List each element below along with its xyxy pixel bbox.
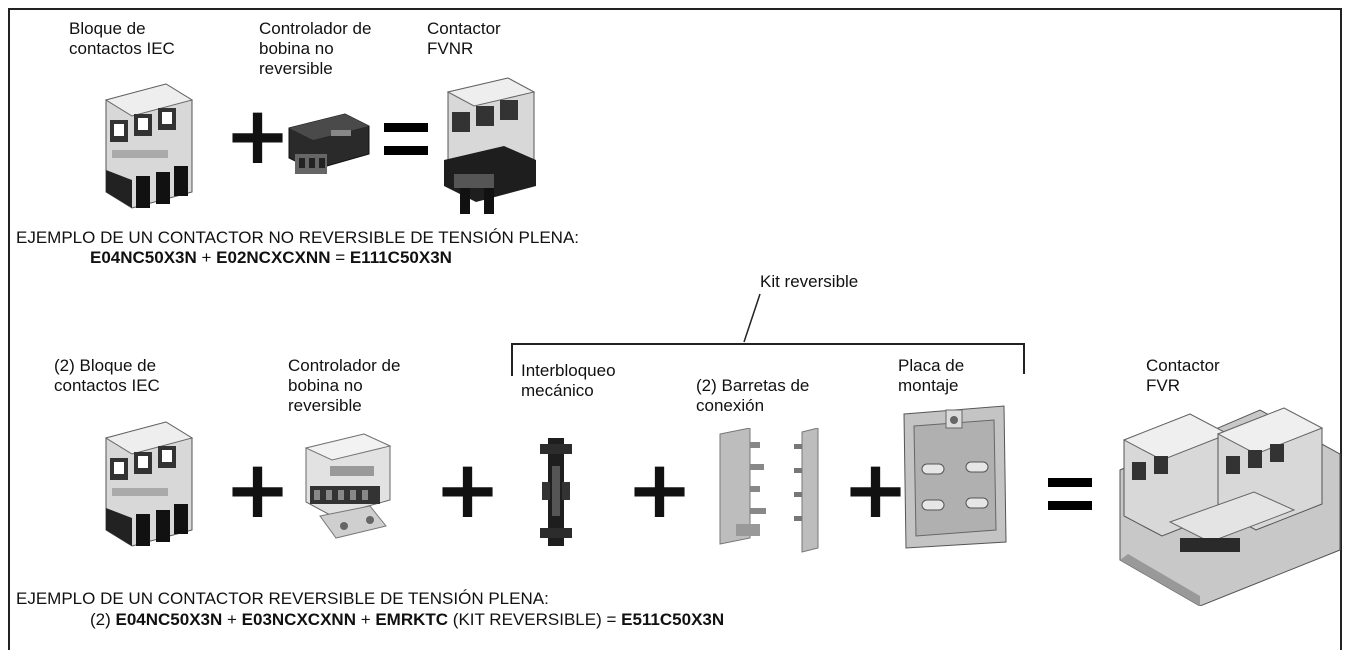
equals-text: =	[601, 610, 622, 629]
equals-text: =	[330, 248, 350, 267]
plus-sign: +	[626, 443, 694, 536]
kit-note-text: (KIT REVERSIBLE)	[448, 610, 602, 629]
label-fvr-contactor: Contactor FVR	[1146, 356, 1220, 395]
label-fvnr-contactor: Contactor FVNR	[427, 19, 501, 58]
plus-text: +	[355, 610, 376, 629]
fvr-part-contact-block: E04NC50X3N	[115, 610, 223, 629]
label-connection-bars: (2) Barretas de conexión	[696, 376, 810, 415]
plus-sign: +	[224, 443, 292, 536]
label-contact-block-2: (2) Bloque de contactos IEC	[54, 356, 160, 395]
equals-sign	[384, 123, 428, 157]
fvr-result: E511C50X3N	[621, 610, 725, 629]
fvnr-part-coil-controller: E02NCXCXNN	[216, 248, 331, 267]
kit-bracket	[511, 293, 1025, 376]
equals-sign	[1048, 478, 1092, 512]
plus-text: +	[196, 248, 217, 267]
coil-controller-image	[288, 113, 370, 174]
fvnr-result: E111C50X3N	[349, 248, 452, 267]
contact-block-image	[104, 83, 194, 209]
fvr-example-title: EJEMPLO DE UN CONTACTOR REVERSIBLE DE TE…	[16, 589, 549, 608]
kit-label: Kit reversible	[760, 272, 859, 291]
label-mounting-plate: Placa de montaje	[898, 356, 965, 395]
mechanical-interlock-image	[540, 438, 572, 546]
fvnr-part-contact-block: E04NC50X3N	[90, 248, 197, 267]
fvnr-example-title: EJEMPLO DE UN CONTACTOR NO REVERSIBLE DE…	[16, 228, 580, 247]
connection-bars-image	[719, 428, 819, 553]
fvr-part-kit: EMRKTC	[375, 610, 449, 629]
label-coil-controller-2: Controlador de bobina no reversible	[288, 356, 401, 415]
plus-sign: +	[224, 89, 292, 182]
fvr-formula: (2) E04NC50X3N + E03NCXCXNN + EMRKTC (KI…	[90, 610, 724, 630]
fvr-contactor-image	[1119, 407, 1341, 606]
label-coil-controller: Controlador de bobina no reversible	[259, 19, 372, 78]
plus-sign: +	[434, 443, 502, 536]
diagram-frame	[8, 8, 1342, 650]
label-contact-block: Bloque de contactos IEC	[69, 19, 175, 58]
label-interlock: Interbloqueo mecánico	[521, 361, 616, 400]
mounting-plate-image	[903, 405, 1007, 549]
plus-text: +	[222, 610, 242, 629]
plus-sign: +	[842, 443, 910, 536]
contact-block-image-2	[104, 421, 194, 547]
fvnr-contactor-image	[444, 77, 536, 214]
coil-controller-image-2	[304, 433, 392, 539]
fvr-part-coil-controller: E03NCXCXNN	[241, 610, 356, 629]
fvnr-formula: E04NC50X3N + E02NCXCXNN = E111C50X3N	[90, 248, 452, 268]
quantity-text: (2)	[90, 610, 116, 629]
